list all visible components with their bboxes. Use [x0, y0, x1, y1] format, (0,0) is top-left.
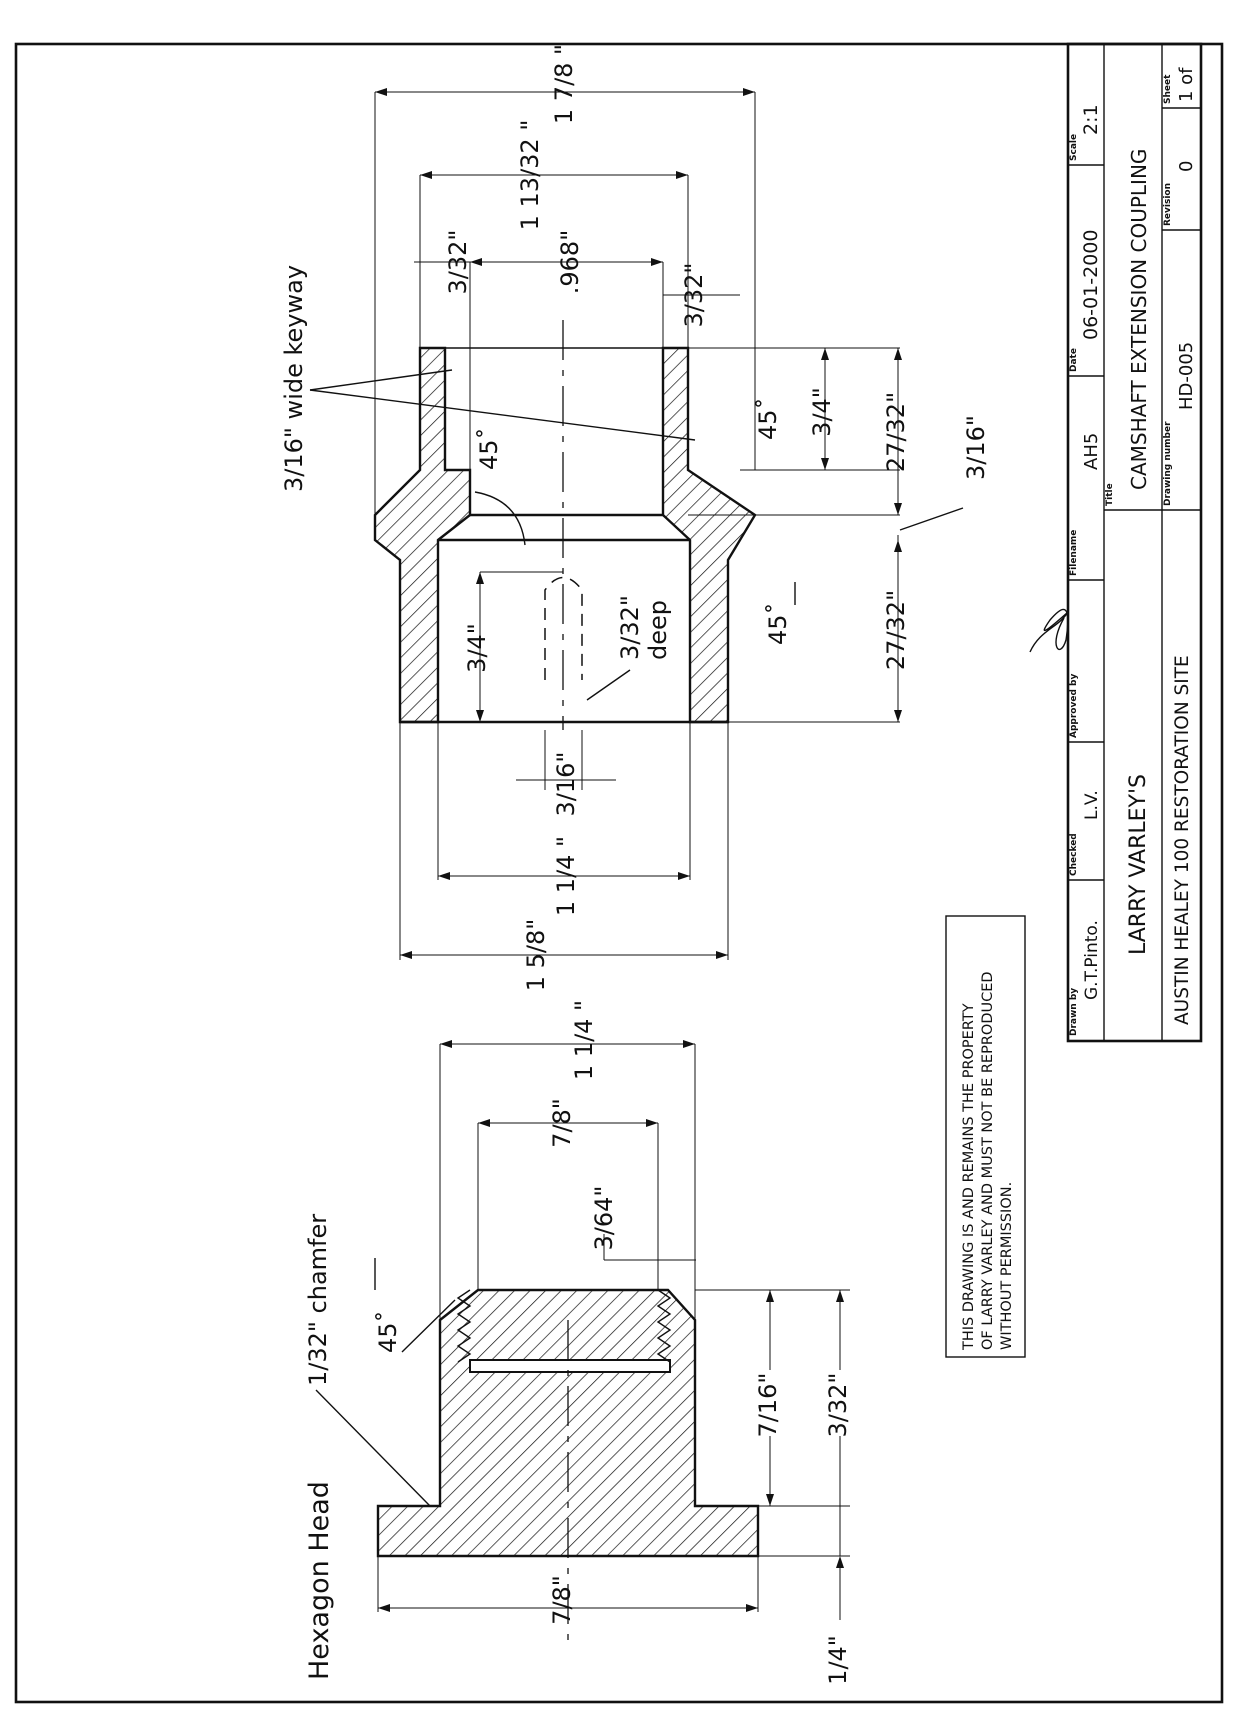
sheet-label: Sheet	[1163, 74, 1173, 104]
title-label: Title	[1105, 483, 1115, 506]
dim-coupling-3-4-inside: 3/4"	[463, 623, 491, 673]
filename-value: AH5	[1081, 433, 1102, 470]
hexagon-head-label: Hexagon Head	[304, 1481, 335, 1680]
slot-depth-word: deep	[644, 600, 672, 660]
coupling-wall-right	[661, 346, 757, 724]
sheet-border	[14, 42, 1224, 1704]
dim-coupling-1-5-8: 1 5/8"	[522, 919, 550, 992]
approved-label: Approved by	[1069, 674, 1079, 738]
dim-bolt-7-8-bottom: 7/8"	[548, 1575, 576, 1625]
dim-bore-diameter: .968"	[556, 230, 584, 294]
notice-line-1: THIS DRAWING IS AND REMAINS THE PROPERTY	[961, 1003, 977, 1351]
drawn-by-value: G.T.Pinto.	[1082, 920, 1102, 1000]
dim-27-32-upper: 27/32"	[882, 392, 910, 472]
dim-bolt-7-16: 7/16"	[754, 1373, 782, 1438]
dim-coupling-1-1-4: 1 1/4 "	[552, 836, 580, 916]
dim-27-32-lower: 27/32"	[882, 590, 910, 670]
drawing-number-value: HD-005	[1176, 342, 1197, 410]
scale-value: 2:1	[1080, 104, 1102, 135]
hex-bolt-angle: 45˚	[374, 1310, 402, 1353]
checked-label: Checked	[1069, 833, 1079, 876]
date-label: Date	[1069, 348, 1079, 372]
dim-bolt-1-1-4: 1 1/4 "	[570, 1000, 598, 1080]
copyright-notice: THIS DRAWING IS AND REMAINS THE PROPERTY…	[945, 915, 1026, 1358]
approval-signature	[1029, 608, 1069, 653]
dim-step-bottom: 3/32"	[680, 263, 708, 328]
notice-line-3: WITHOUT PERMISSION.	[999, 1182, 1015, 1350]
dim-bolt-3-64: 3/64"	[590, 1186, 618, 1251]
coupling-section-view: 1 7/8 " 1 13/32 " .968" 3/32" 3/32" 3/16…	[280, 44, 990, 991]
angle-label-3: 45˚	[764, 602, 792, 645]
date-value: 06-01-2000	[1080, 230, 1102, 340]
keyway-label: 3/16" wide keyway	[280, 265, 308, 492]
dim-step-top: 3/32"	[444, 230, 472, 295]
coupling-hidden-slot	[544, 576, 583, 680]
chamfer-label: 1/32" chamfer	[304, 1214, 332, 1386]
drawn-by-label: Drawn by	[1069, 988, 1079, 1036]
hex-bolt-undercut	[469, 1359, 671, 1373]
dim-3-16-right: 3/16"	[962, 415, 990, 480]
site-name: AUSTIN HEALEY 100 RESTORATION SITE	[1172, 655, 1193, 1025]
dim-coupling-3-4-right: 3/4"	[808, 387, 836, 437]
drawing-number-label: Drawing number	[1163, 421, 1173, 506]
notice-line-2: OF LARRY VARLEY AND MUST NOT BE REPRODUC…	[980, 971, 996, 1350]
dim-bolt-3-32: 3/32"	[824, 1373, 852, 1438]
dim-bolt-1-4: 1/4"	[824, 1635, 852, 1685]
title-block: Drawn by G.T.Pinto. Checked L.V. Approve…	[1029, 42, 1203, 1043]
filename-label: Filename	[1069, 530, 1079, 576]
dim-bore-length: 1 13/32 "	[516, 120, 544, 231]
revision-label: Revision	[1163, 183, 1173, 226]
dim-bolt-7-8-top: 7/8"	[548, 1098, 576, 1148]
angle-label-2: 45˚	[754, 397, 782, 440]
angle-label-1: 45˚	[475, 427, 503, 470]
company-name: LARRY VARLEY'S	[1126, 774, 1151, 955]
dim-overall-length: 1 7/8 "	[550, 44, 578, 124]
dim-slot-width: 3/16"	[552, 752, 580, 817]
sheet-value: 1 of	[1176, 67, 1197, 102]
drawing-title: CAMSHAFT EXTENSION COUPLING	[1127, 149, 1151, 490]
scale-label: Scale	[1069, 134, 1079, 161]
revision-value: 0	[1176, 161, 1197, 172]
hex-bolt-section-view: Hexagon Head 1/32" chamfer 45˚ 1 1/4 " 7…	[304, 1000, 852, 1685]
slot-depth-value: 3/32"	[616, 595, 644, 660]
checked-value: L.V.	[1082, 790, 1102, 820]
